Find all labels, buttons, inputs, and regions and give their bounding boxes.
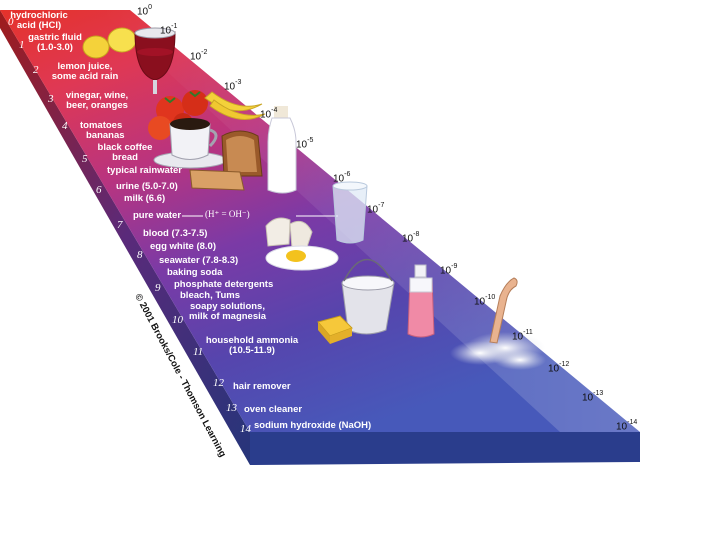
substance-label: blood (7.3-7.5): [143, 228, 208, 239]
ph-number: 13: [226, 402, 237, 414]
substance-label: bleach, Tums: [180, 290, 241, 301]
leg-steam-illustration: [450, 277, 546, 370]
sponge-illustration: [317, 315, 353, 344]
water-glass-illustration: [332, 181, 368, 244]
slab-left-edge: [0, 10, 250, 465]
substance-label: urine (5.0-7.0): [116, 181, 178, 192]
substance-label: seawater (7.8-8.3): [159, 255, 239, 266]
substance-label: milk (6.6): [124, 193, 166, 204]
wine-glass-illustration: [134, 27, 176, 94]
substance-label: oven cleaner: [244, 404, 303, 415]
concentration-label: 10-5: [296, 137, 314, 151]
concentration-label: 10-14: [616, 419, 638, 433]
concentration-label: 10-9: [440, 263, 458, 277]
bread-illustration: [189, 130, 263, 191]
bleach-bottle-illustration: [407, 264, 435, 338]
egg-illustration: [265, 217, 339, 271]
substance-label: egg white (8.0): [150, 241, 216, 252]
substance-label: typical rainwater: [107, 165, 182, 176]
ph-number: 10: [172, 314, 183, 326]
substance-label: lemon juice,some acid rain: [51, 61, 119, 82]
slab-front-edge: [250, 432, 640, 465]
ph-number: 6: [96, 184, 102, 196]
concentration-label: 10-3: [224, 79, 242, 93]
ph-number: 7: [117, 219, 123, 231]
lemon-illustration: [82, 27, 137, 59]
substance-label: vinegar, wine,beer, oranges: [65, 90, 129, 111]
substance-label: gastric fluid(1.0-3.0): [28, 32, 82, 53]
bucket-illustration: [341, 258, 395, 335]
concentration-label: 10-1: [160, 23, 178, 37]
concentration-label: 10-11: [512, 329, 533, 343]
water-equation: (H⁺ = OH⁻): [205, 209, 250, 219]
substance-label: household ammonia(10.5-11.9): [205, 335, 299, 356]
milk-bottle-illustration: [267, 106, 297, 194]
substance-label: baking soda: [167, 267, 223, 278]
concentration-label: 10-10: [474, 294, 496, 308]
ph-number: 4: [62, 120, 68, 132]
concentration-label: 10-7: [367, 202, 385, 216]
concentration-label: 10-6: [333, 171, 351, 185]
ph-number: 11: [193, 346, 204, 358]
substance-label: pure water: [133, 210, 182, 221]
concentration-label: 10-4: [260, 107, 278, 121]
tomatoes-illustration: [148, 90, 208, 140]
coffee-cup-illustration: [153, 118, 227, 169]
substance-label: phosphate detergents: [174, 279, 274, 290]
concentration-label: 10-13: [582, 390, 604, 404]
ph-number: 2: [33, 64, 39, 76]
ph-number: 5: [82, 153, 88, 165]
substance-label: tomatoes: [80, 120, 123, 131]
ph-number: 9: [155, 282, 161, 294]
substance-label: bananas: [86, 130, 125, 141]
ph-number: 8: [137, 249, 143, 261]
substance-label: hair remover: [233, 381, 291, 392]
concentration-label: 10-8: [402, 231, 420, 245]
substance-label: sodium hydroxide (NaOH): [254, 420, 372, 431]
ph-number: 12: [213, 377, 224, 389]
ph-number: 1: [19, 39, 25, 51]
bananas-illustration: [204, 91, 266, 120]
ph-number: 14: [240, 423, 251, 435]
substance-label: soapy solutions,milk of magnesia: [188, 301, 267, 322]
ph-number: 0: [8, 16, 14, 28]
concentration-label: 10-12: [548, 361, 570, 375]
concentration-label: 10-2: [190, 49, 208, 63]
concentration-label: 100: [137, 4, 153, 18]
ph-number: 3: [48, 93, 54, 105]
